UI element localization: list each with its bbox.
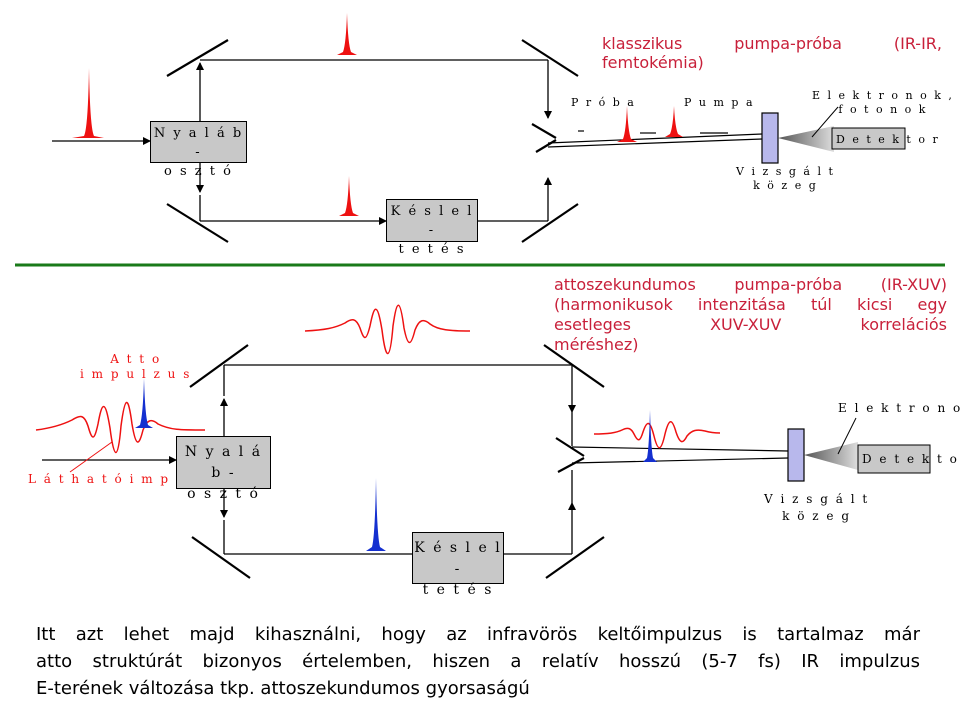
bottom-visible-wave-in	[35, 401, 206, 453]
top-mirror-lr	[521, 203, 579, 243]
top-input-pulse	[72, 68, 104, 138]
top-pump-label: P u m p a	[684, 96, 755, 109]
explanation-paragraph: Itt azt lehet majd kihasználni, hogy az …	[36, 621, 920, 702]
top-probe-pulse	[617, 106, 637, 142]
bottom-visible-label: L á t h a t ó i m p .	[28, 472, 182, 486]
bottom-delay-line-2: t e t é s	[422, 582, 494, 598]
bottom-delay-box: K é s l e l - t e t é s	[412, 532, 504, 598]
bottom-caption-line-2: (harmonikusok intenzitása túl kicsi egy	[554, 295, 947, 314]
bottom-mirror-ul	[189, 344, 249, 388]
top-splitter-line-1: N y a l á b -	[153, 126, 244, 160]
top-delay-line-2: t e t é s	[398, 242, 466, 257]
explanation-line-3: E-terének változása tkp. attoszekundumos…	[36, 678, 530, 699]
top-upper-pulse	[337, 13, 357, 55]
top-emission-cone	[778, 126, 834, 152]
bottom-mirror-lr	[545, 536, 605, 579]
bottom-emission-pointer	[837, 417, 857, 455]
bottom-combiner-mirror-b	[557, 457, 585, 473]
top-beam-splitter: N y a l á b - o s z t ó	[150, 121, 247, 179]
explanation-line-1: Itt azt lehet majd kihasználni, hogy az …	[36, 624, 920, 645]
top-delay-box: K é s l e l - t e t é s	[386, 199, 478, 257]
top-pump-pulse	[665, 106, 683, 137]
top-delay-line-1: K é s l e l -	[390, 204, 474, 238]
top-output-beam-1	[547, 133, 763, 144]
bottom-diagram	[35, 304, 931, 579]
bottom-mirror-ll	[191, 536, 251, 579]
top-sample-label: V i z s g á l t k ö z e g	[736, 165, 835, 193]
top-caption-line-1: klasszikus pumpa-próba (IR-IR,	[602, 34, 942, 53]
top-emission-pointer	[811, 106, 839, 138]
top-mirror-ur	[521, 39, 579, 77]
bottom-caption-line-1: attoszekundumos pumpa-próba (IR-XUV)	[554, 275, 947, 294]
bottom-emission-cone	[804, 442, 858, 470]
bottom-sample-label: V i z s g á l t k ö z e g	[764, 491, 869, 525]
bottom-electrons-label: E l e k t r o n o k	[838, 401, 960, 415]
bottom-ir-wave-upper	[304, 304, 471, 355]
bottom-caption-line-3: esetleges XUV-XUV korrelációs	[554, 315, 947, 334]
bottom-caption-line-4: méréshez)	[554, 335, 639, 354]
top-sample-line-1: V i z s g á l t	[736, 165, 835, 178]
bottom-visible-wave-out	[593, 421, 721, 449]
top-emission-label: E l e k t r o n o k , f o t o n o k	[812, 89, 954, 117]
top-diagram	[52, 13, 906, 243]
top-caption: klasszikus pumpa-próba (IR-IR, femtokémi…	[602, 34, 942, 72]
top-splitter-line-2: o s z t ó	[164, 164, 233, 179]
explanation-line-2: atto struktúrát bizonyos értelemben, his…	[36, 651, 920, 672]
top-combiner-mirror-b	[535, 139, 557, 153]
bottom-splitter-line-1: N y a l á b -	[184, 444, 263, 481]
bottom-sample-line-1: V i z s g á l t	[764, 492, 870, 506]
top-detector-label: D e t e k t o r	[836, 133, 940, 146]
top-caption-line-2: femtokémia)	[602, 53, 704, 72]
bottom-combiner-mirror-a	[555, 437, 585, 457]
top-mirror-ul	[166, 39, 229, 77]
bottom-delay-line-1: K é s l e l -	[414, 540, 502, 577]
top-emission-line-1: E l e k t r o n o k ,	[812, 89, 954, 102]
bottom-visible-pointer	[69, 441, 113, 473]
top-mirror-ll	[166, 203, 229, 243]
bottom-atto-label: A t t o i m p u l z u s	[80, 352, 191, 382]
top-probe-label: P r ó b a	[571, 96, 636, 109]
bottom-atto-line-1: A t t o	[110, 352, 162, 366]
top-emission-line-2: f o t o n o k	[838, 103, 928, 116]
top-sample-line-2: k ö z e g	[753, 179, 818, 192]
bottom-sample-line-2: k ö z e g	[782, 509, 852, 523]
bottom-xuv-pulse-out	[643, 410, 657, 462]
top-lower-pulse	[339, 176, 359, 216]
top-sample-plate	[761, 112, 779, 164]
bottom-mirror-ur	[543, 344, 605, 388]
bottom-splitter-line-2: o s z t ó	[187, 486, 260, 502]
bottom-lower-xuv-pulse	[366, 478, 386, 551]
bottom-sample-plate	[787, 428, 805, 482]
bottom-output-beam-2	[571, 457, 789, 464]
bottom-beam-splitter: N y a l á b - o s z t ó	[176, 436, 271, 502]
top-output-beam-2	[547, 138, 763, 148]
bottom-output-beam-1	[571, 446, 789, 452]
bottom-detector-box	[857, 444, 931, 474]
top-detector-box	[831, 127, 906, 150]
bottom-atto-line-2: i m p u l z u s	[80, 367, 192, 381]
bottom-detector-label: D e t e k t o r	[862, 452, 960, 466]
top-combiner-mirror-a	[531, 123, 557, 139]
bottom-atto-pulse-in	[135, 378, 153, 428]
bottom-caption: attoszekundumos pumpa-próba (IR-XUV) (ha…	[554, 275, 947, 355]
